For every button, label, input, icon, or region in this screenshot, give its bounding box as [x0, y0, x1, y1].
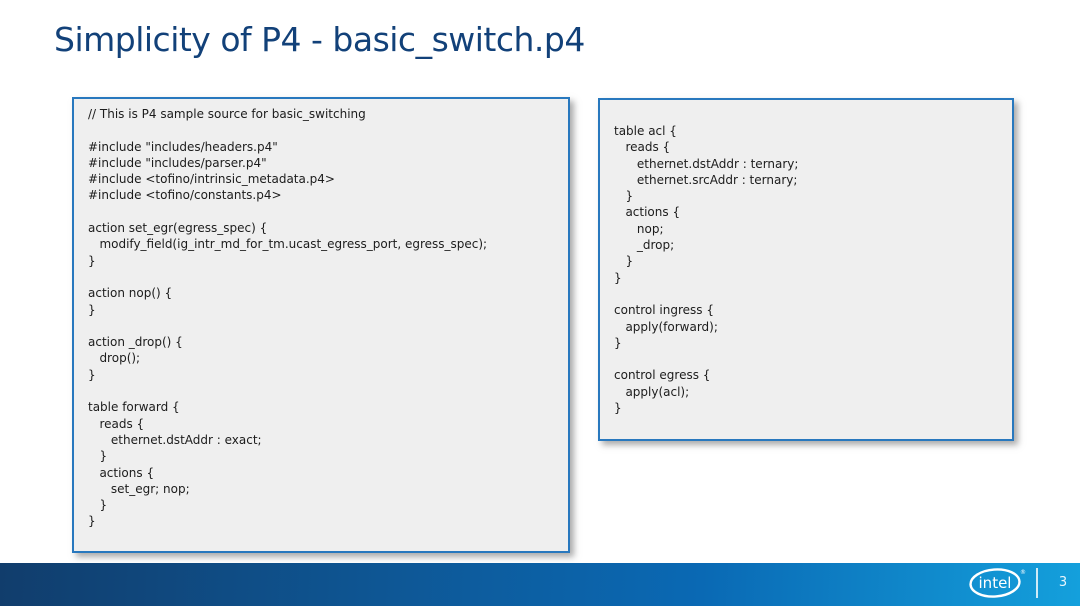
code-box-acl-control: table acl { reads { ethernet.dstAddr : t…: [598, 98, 1014, 441]
code-text-acl-control: table acl { reads { ethernet.dstAddr : t…: [614, 124, 799, 416]
footer-bar: [0, 563, 1080, 606]
intel-logo-icon: intel ®: [969, 568, 1026, 598]
intel-logo-text: intel: [979, 574, 1012, 592]
footer-divider: [1036, 568, 1038, 598]
page-title: Simplicity of P4 - basic_switch.p4: [54, 20, 585, 59]
code-text-basic-switch: // This is P4 sample source for basic_sw…: [88, 107, 488, 529]
page-number: 3: [1058, 575, 1068, 590]
registered-mark: ®: [1020, 569, 1026, 576]
code-box-basic-switch: // This is P4 sample source for basic_sw…: [72, 97, 570, 553]
